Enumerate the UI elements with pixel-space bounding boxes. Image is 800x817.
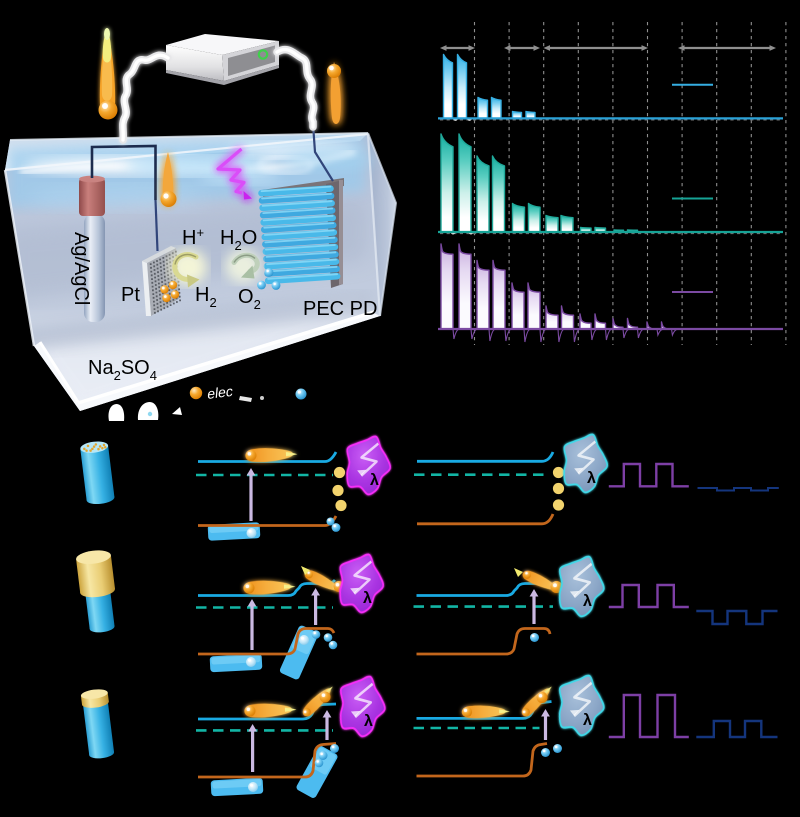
svg-text:λ: λ bbox=[363, 590, 372, 607]
svg-text:λ: λ bbox=[583, 593, 592, 610]
svg-text:Ag/AgCl: Ag/AgCl bbox=[70, 232, 92, 305]
svg-text:λ: λ bbox=[370, 472, 379, 489]
svg-text:elec: elec bbox=[207, 383, 234, 402]
svg-text:λ: λ bbox=[587, 470, 596, 487]
svg-text:Na2SO4: Na2SO4 bbox=[88, 357, 157, 383]
svg-text:λ: λ bbox=[583, 712, 592, 729]
svg-text:PEC PD: PEC PD bbox=[303, 298, 377, 320]
svg-text:λ: λ bbox=[364, 713, 373, 730]
svg-text:Pt: Pt bbox=[121, 284, 140, 306]
